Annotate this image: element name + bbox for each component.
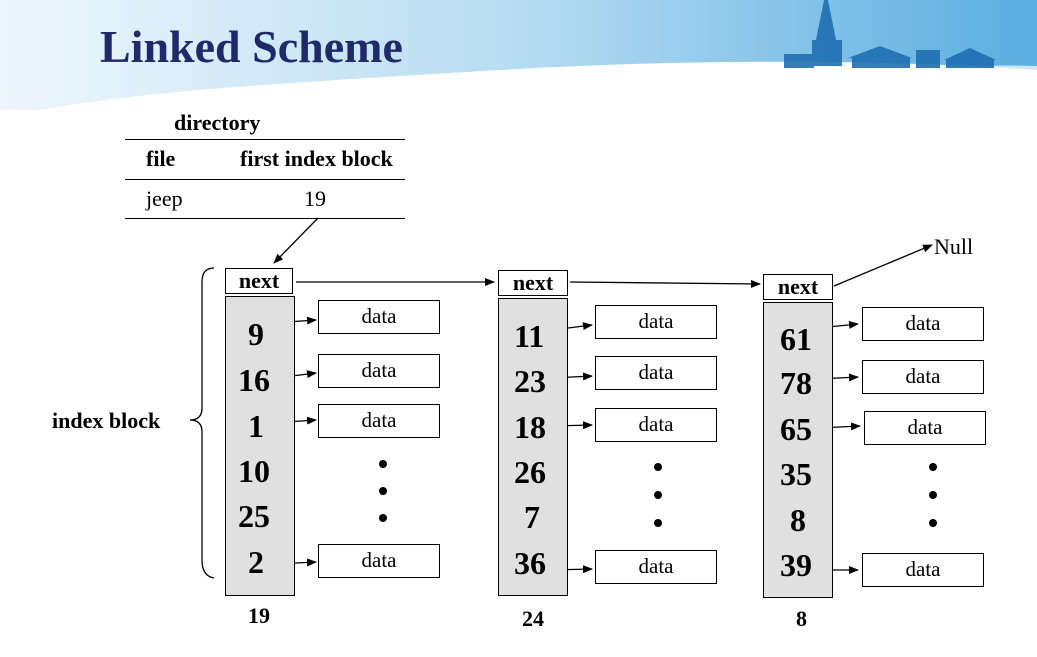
- data-block: data: [864, 411, 986, 445]
- index-block-column: [498, 298, 568, 596]
- ellipsis-dot: [654, 491, 662, 499]
- data-block: data: [318, 544, 440, 578]
- index-entry: 25: [238, 498, 270, 534]
- index-block-label: index block: [52, 408, 161, 433]
- directory-rule-top: [125, 139, 405, 140]
- null-label: Null: [934, 234, 974, 259]
- index-block-column: [225, 296, 295, 596]
- ellipsis-dot: [379, 487, 387, 495]
- index-entry: 8: [790, 502, 806, 538]
- directory-rule-bottom: [125, 218, 405, 219]
- index-entry: 18: [514, 409, 546, 445]
- index-entry: 9: [248, 316, 264, 352]
- data-block: data: [318, 404, 440, 438]
- index-block-brace: [189, 267, 215, 579]
- directory-col-first-block: first index block: [240, 146, 393, 171]
- index-entry: 78: [780, 365, 812, 401]
- directory-rule-mid: [125, 179, 405, 180]
- data-block: data: [318, 354, 440, 388]
- index-entry: 11: [514, 318, 545, 354]
- index-entry: 1: [248, 408, 264, 444]
- data-block: data: [595, 550, 717, 584]
- next-pointer-box: next: [498, 270, 568, 296]
- data-block: data: [862, 360, 984, 394]
- directory-to-block-arrow: [273, 217, 319, 264]
- town-silhouette-icon: [784, 0, 996, 68]
- index-entry: 39: [780, 547, 812, 583]
- directory-col-file: file: [146, 146, 176, 171]
- data-block: data: [595, 408, 717, 442]
- index-entry: 2: [248, 544, 264, 580]
- ellipsis-dot: [379, 460, 387, 468]
- index-entry: 35: [780, 456, 812, 492]
- data-block: data: [862, 553, 984, 587]
- next-arrow-24-to-8: [569, 279, 761, 288]
- ellipsis-dot: [929, 519, 937, 527]
- next-pointer-box: next: [225, 268, 293, 294]
- page-title: Linked Scheme: [100, 21, 403, 72]
- data-block: data: [595, 356, 717, 390]
- ellipsis-dot: [379, 514, 387, 522]
- ellipsis-dot: [654, 463, 662, 471]
- ellipsis-dot: [929, 463, 937, 471]
- ellipsis-dot: [929, 491, 937, 499]
- block-number: 8: [796, 606, 807, 631]
- block-number: 24: [522, 606, 544, 631]
- data-block: data: [862, 307, 984, 341]
- next-pointer-box: next: [763, 274, 833, 300]
- directory-cell-block: 19: [304, 186, 326, 211]
- data-block: data: [318, 300, 440, 334]
- index-entry: 65: [780, 411, 812, 447]
- index-entry: 61: [780, 321, 812, 357]
- data-block: data: [595, 305, 717, 339]
- directory-heading: directory: [174, 110, 261, 135]
- next-arrow-8-to-null: [833, 244, 933, 287]
- index-block-column: [763, 302, 833, 598]
- index-entry: 7: [524, 499, 540, 535]
- index-entry: 10: [238, 453, 270, 489]
- index-entry: 36: [514, 545, 546, 581]
- directory-cell-file: jeep: [146, 186, 183, 211]
- block-number: 19: [248, 603, 270, 628]
- index-entry: 23: [514, 363, 546, 399]
- index-entry: 26: [514, 454, 546, 490]
- index-entry: 16: [238, 362, 270, 398]
- ellipsis-dot: [654, 519, 662, 527]
- header-band: [0, 0, 1037, 110]
